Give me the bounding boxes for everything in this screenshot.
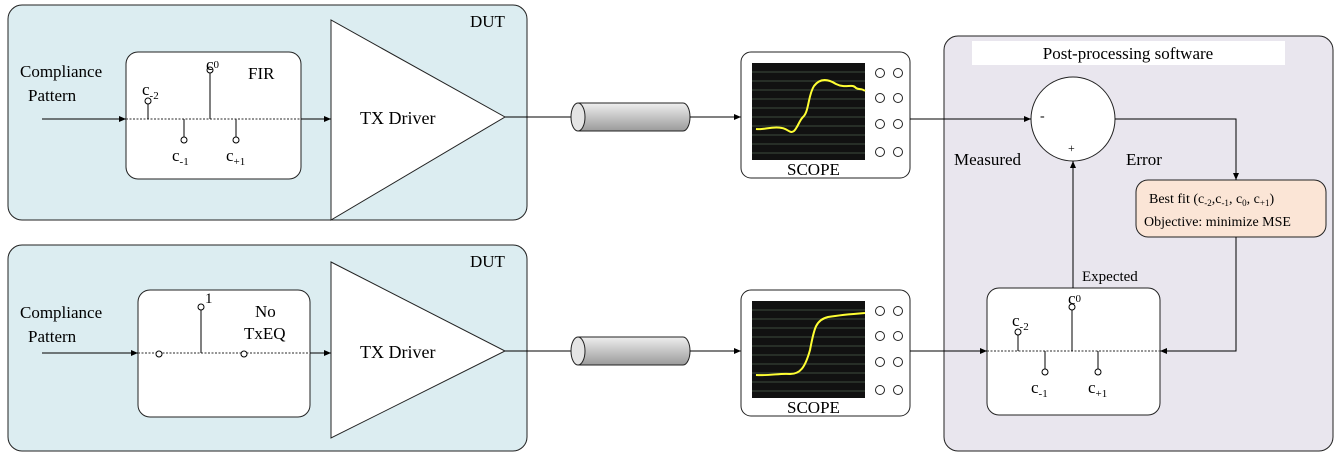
bottom-noeq-right-node xyxy=(240,350,248,358)
bestfit-line-2: Objective: minimize MSE xyxy=(1144,215,1291,230)
top-tap-c0-label: c0 xyxy=(206,55,220,74)
bottom-scope-screen xyxy=(752,301,865,398)
bottom-noeq-tap-label: 1 xyxy=(205,291,213,307)
bottom-input-label-2: Pattern xyxy=(28,327,77,346)
post-processing-title: Post-processing software xyxy=(1043,44,1213,63)
bestfit-box xyxy=(1135,179,1327,238)
top-fir-block xyxy=(125,51,302,180)
post-processing-panel: Post-processing software - + Measured Er… xyxy=(943,35,1334,452)
post-tap-c-2-label: c-2 xyxy=(1012,311,1029,333)
top-tap-c0-marker xyxy=(206,66,214,74)
summing-plus-sign: + xyxy=(1068,141,1075,155)
bestfit-line-1: Best fit (c-2,c-1, c0, c+1) xyxy=(1149,192,1274,208)
top-cable xyxy=(570,102,691,132)
expected-label: Expected xyxy=(1082,269,1138,285)
bottom-scope-label: SCOPE xyxy=(787,398,840,417)
top-input-label-2: Pattern xyxy=(28,86,77,105)
error-label: Error xyxy=(1126,150,1162,169)
post-processing-title-box xyxy=(972,41,1285,65)
top-dut-panel: DUT Compliance Pattern FIR c-2 c0 c-1 c+… xyxy=(7,4,528,221)
bestfit-to-fir-arrow xyxy=(1160,237,1237,354)
top-tap-c+1-marker xyxy=(232,136,240,144)
top-input-label-1: Compliance xyxy=(20,62,102,81)
error-to-bestfit-arrow xyxy=(1115,118,1239,180)
post-tap-c0-label: c0 xyxy=(1068,289,1082,308)
bottom-noeq-title-1: No xyxy=(255,302,276,321)
top-fir-title: FIR xyxy=(248,64,275,83)
bottom-tx-driver-label: TX Driver xyxy=(360,342,435,362)
top-tx-driver-label: TX Driver xyxy=(360,108,435,128)
post-tap-c+1-label: c+1 xyxy=(1088,378,1107,400)
top-scope-trace xyxy=(755,79,866,133)
bottom-scope: SCOPE xyxy=(740,289,911,417)
top-tap-c+1-label: c+1 xyxy=(226,146,245,168)
bottom-scope-trace xyxy=(755,312,866,377)
bottom-dut-panel: DUT Compliance Pattern 1 No TxEQ TX Driv… xyxy=(7,244,528,452)
top-dut-label: DUT xyxy=(470,12,506,31)
top-scope: SCOPE xyxy=(740,51,911,179)
post-tap-c0-marker xyxy=(1068,303,1076,311)
bottom-dut-label: DUT xyxy=(470,252,506,271)
measured-label: Measured xyxy=(954,150,1022,169)
post-tap-c+1-marker xyxy=(1094,368,1102,376)
top-tap-c-1-marker xyxy=(180,136,188,144)
bottom-cable xyxy=(570,336,691,366)
top-scope-screen xyxy=(752,63,865,160)
bottom-tx-driver-triangle xyxy=(330,261,507,439)
summing-minus-sign: - xyxy=(1040,109,1045,124)
bottom-input-label-1: Compliance xyxy=(20,303,102,322)
top-tap-c-2-label: c-2 xyxy=(142,80,159,102)
bottom-noeq-tap-marker xyxy=(197,303,205,311)
post-tap-c-1-label: c-1 xyxy=(1031,378,1048,400)
top-tx-driver-triangle xyxy=(330,19,507,221)
post-tap-c-1-marker xyxy=(1041,368,1049,376)
top-scope-label: SCOPE xyxy=(787,160,840,179)
post-tap-c-2-marker xyxy=(1014,328,1022,336)
bottom-noeq-title-2: TxEQ xyxy=(244,324,286,343)
top-tap-c-1-label: c-1 xyxy=(172,146,189,168)
bottom-noeq-left-node xyxy=(155,350,163,358)
top-tap-c-2-marker xyxy=(144,97,152,105)
